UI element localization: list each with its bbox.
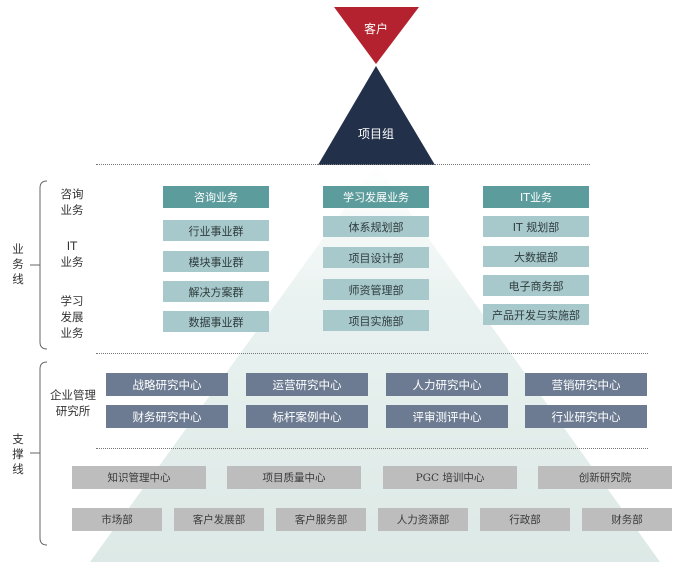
support-center-box: 创新研究院 <box>538 466 672 489</box>
research-center-box: 人力研究中心 <box>386 373 508 396</box>
department-box: IT 规划部 <box>483 216 589 237</box>
support-department-box: 市场部 <box>72 508 162 531</box>
separator-top <box>96 164 590 165</box>
support-center-box: PGC 培训中心 <box>383 466 517 489</box>
support-line-char: 支 <box>12 432 24 446</box>
business-line-char: 线 <box>12 272 24 286</box>
business-line-bracket <box>39 180 48 350</box>
research-institute-text: 研究所 <box>55 404 91 418</box>
research-institute-text: 企业管理 <box>50 388 96 402</box>
research-center-box: 行业研究中心 <box>525 405 647 428</box>
category-text: 咨询 <box>60 187 84 201</box>
department-box: 数据事业群 <box>163 311 269 332</box>
department-box: 项目实施部 <box>323 310 429 331</box>
business-line-label: 业 务 线 <box>11 242 25 287</box>
project-team-triangle <box>318 66 435 165</box>
support-department-box: 财务部 <box>582 508 672 531</box>
separator-bottom <box>96 448 648 449</box>
column-header-learning: 学习发展业务 <box>323 186 429 208</box>
business-line-char: 业 <box>12 242 24 256</box>
column-header-consulting: 咨询业务 <box>163 186 269 208</box>
category-text: 学习 <box>60 294 84 308</box>
category-text: 业务 <box>60 203 84 217</box>
support-line-char: 撑 <box>12 447 24 461</box>
department-box: 项目设计部 <box>323 247 429 268</box>
category-learning: 学习 发展 业务 <box>52 293 92 341</box>
support-line-char: 线 <box>12 462 24 476</box>
support-line-label: 支 撑 线 <box>11 432 25 477</box>
category-text: 发展 <box>60 310 84 324</box>
category-it: IT 业务 <box>52 238 92 270</box>
separator-middle <box>96 353 648 354</box>
category-text: 业务 <box>60 326 84 340</box>
support-center-box: 知识管理中心 <box>72 466 206 489</box>
business-line-char: 务 <box>12 257 24 271</box>
pyramid-background <box>90 165 660 562</box>
research-institute-label: 企业管理 研究所 <box>44 387 102 419</box>
support-department-box: 客户服务部 <box>276 508 366 531</box>
category-text: 业务 <box>60 255 84 269</box>
column-header-it: IT业务 <box>483 186 589 208</box>
research-center-box: 财务研究中心 <box>106 405 228 428</box>
support-department-box: 人力资源部 <box>378 508 468 531</box>
department-box: 师资管理部 <box>323 279 429 300</box>
research-center-box: 标杆案例中心 <box>246 405 368 428</box>
customer-triangle <box>334 7 419 64</box>
research-center-box: 营销研究中心 <box>525 373 647 396</box>
department-box: 大数据部 <box>483 246 589 267</box>
research-center-box: 战略研究中心 <box>106 373 228 396</box>
support-department-box: 行政部 <box>480 508 570 531</box>
research-center-box: 评审测评中心 <box>386 405 508 428</box>
department-box: 产品开发与实施部 <box>483 304 589 325</box>
project-team-label: 项目组 <box>357 127 394 141</box>
research-center-box: 运营研究中心 <box>246 373 368 396</box>
department-box: 体系规划部 <box>323 216 429 237</box>
support-department-box: 客户发展部 <box>174 508 264 531</box>
support-center-box: 项目质量中心 <box>227 466 361 489</box>
category-consulting: 咨询 业务 <box>52 186 92 218</box>
department-box: 解决方案群 <box>163 281 269 302</box>
category-text: IT <box>66 239 78 253</box>
department-box: 电子商务部 <box>483 275 589 296</box>
department-box: 行业事业群 <box>163 220 269 241</box>
customer-label: 客户 <box>363 22 388 36</box>
department-box: 模块事业群 <box>163 251 269 272</box>
